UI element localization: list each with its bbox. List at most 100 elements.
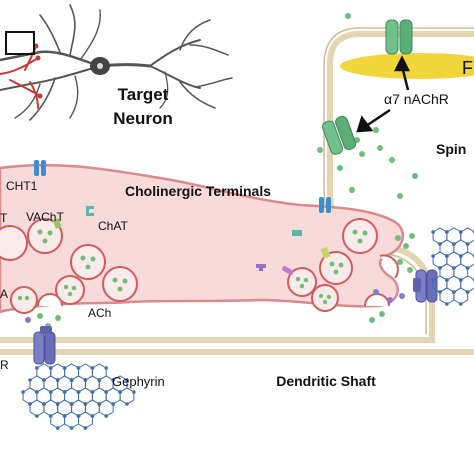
lattice-node <box>465 266 470 270</box>
red-bouton <box>35 55 41 61</box>
lattice-node <box>431 230 435 234</box>
lattice-node <box>97 402 102 406</box>
lattice-node <box>83 378 88 382</box>
alpha7-label: α7 nAChR <box>384 91 449 107</box>
vesicle-fusion-sites <box>37 254 399 307</box>
lattice-node <box>465 290 470 294</box>
red-bouton <box>37 93 43 99</box>
vesicle <box>0 225 28 261</box>
vesicle <box>319 251 353 285</box>
dendritic-shaft-label: Dendritic Shaft <box>276 373 376 389</box>
lattice-node <box>118 390 122 394</box>
lattice-node <box>69 402 74 406</box>
vesicle <box>102 266 138 302</box>
spine-label: Spin <box>436 141 466 157</box>
zoom-box <box>5 31 35 55</box>
vesicle <box>311 284 339 312</box>
lattice-node <box>431 254 435 258</box>
gephyrin-lattice-right <box>431 227 474 306</box>
lattice-cell <box>453 287 469 305</box>
cht1-label: CHT1 <box>6 179 38 193</box>
lattice-node <box>76 414 81 418</box>
gaba-a-receptor <box>413 269 438 303</box>
lattice-node <box>35 414 39 418</box>
alpha7-arrows <box>356 55 411 133</box>
lattice-cell <box>98 399 114 417</box>
lattice-node <box>69 378 74 382</box>
vacht-label: VAChT <box>26 210 64 224</box>
lattice-node <box>83 426 88 430</box>
lattice-node <box>104 414 108 418</box>
lattice-node <box>445 230 449 234</box>
lattice-node <box>69 426 74 430</box>
lattice-node <box>35 366 39 370</box>
vesicle <box>287 267 317 297</box>
target-neuron <box>0 4 233 121</box>
lattice-node <box>459 302 463 306</box>
lattice-node <box>438 242 442 246</box>
target-neuron-label-1: Target <box>118 85 169 104</box>
synaptic-vesicles <box>0 218 378 314</box>
lattice-node <box>83 402 88 406</box>
vesicle <box>55 275 85 305</box>
lattice-node <box>125 402 129 406</box>
lattice-node <box>452 290 456 294</box>
ach-label: ACh <box>88 306 111 320</box>
lattice-node <box>459 278 463 282</box>
lattice-node <box>76 390 81 394</box>
cut-label-t: T <box>0 211 8 225</box>
cht1-transporter <box>34 160 46 176</box>
lattice-node <box>55 402 60 406</box>
lattice-node <box>132 390 136 394</box>
vesicle <box>70 244 106 280</box>
lattice-node <box>49 390 53 394</box>
lattice-cell <box>64 411 79 429</box>
cut-label-r: R <box>0 358 9 372</box>
lattice-node <box>452 242 456 246</box>
lattice-node <box>55 426 60 430</box>
lattice-node <box>104 366 108 370</box>
lattice-node <box>97 378 102 382</box>
lattice-node <box>42 402 46 406</box>
lattice-node <box>431 278 435 282</box>
lattice-node <box>438 290 442 294</box>
lattice-node <box>90 390 95 394</box>
lattice-node <box>90 366 95 370</box>
target-neuron-label-2: Neuron <box>113 109 173 128</box>
lattice-node <box>465 242 470 246</box>
lattice-node <box>111 378 115 382</box>
lattice-node <box>445 302 449 306</box>
lattice-node <box>35 390 39 394</box>
lattice-node <box>62 390 67 394</box>
chat-label: ChAT <box>98 219 128 233</box>
lattice-node <box>459 230 463 234</box>
cholinergic-terminals-label: Cholinergic Terminals <box>125 183 271 199</box>
lattice-node <box>62 414 67 418</box>
lattice-node <box>445 278 449 282</box>
right-band-label: F <box>462 58 473 78</box>
alpha7-nachr-receptor <box>385 19 413 55</box>
lattice-node <box>42 378 46 382</box>
gephyrin-lattice <box>21 363 136 430</box>
gaba-a-receptor <box>33 326 56 365</box>
cht1-transporter <box>319 197 331 213</box>
lattice-node <box>125 378 129 382</box>
lattice-cell <box>29 399 45 417</box>
lattice-node <box>62 366 67 370</box>
lattice-node <box>90 414 95 418</box>
lattice-node <box>55 378 60 382</box>
lattice-node <box>438 266 442 270</box>
lattice-cell <box>50 411 66 429</box>
vacht-transporter-icon <box>52 218 331 259</box>
lattice-cell <box>119 387 135 405</box>
vesicle <box>10 286 38 314</box>
lattice-node <box>445 254 449 258</box>
lattice-node <box>76 366 81 370</box>
lattice-cell <box>439 287 455 305</box>
gephyrin-label: Gephyrin <box>112 374 165 389</box>
released-ach <box>37 13 418 329</box>
chat-enzyme-icon <box>86 206 302 236</box>
lattice-node <box>21 390 25 394</box>
lattice-node <box>459 254 463 258</box>
